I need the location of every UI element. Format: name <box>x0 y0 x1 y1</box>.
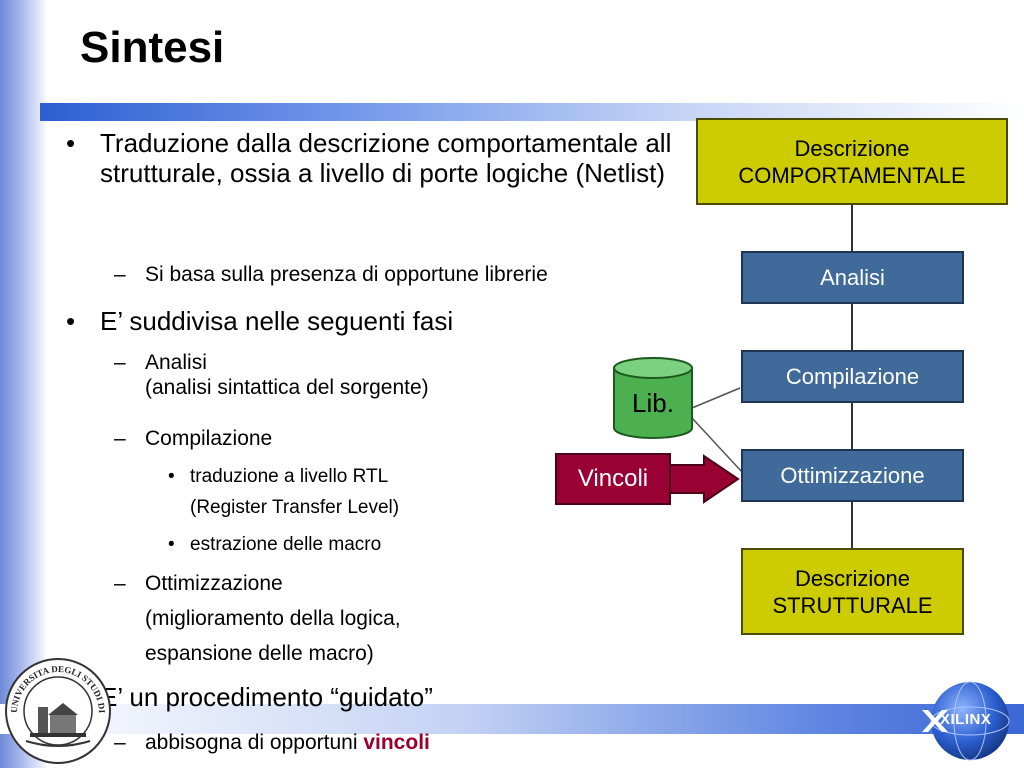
sub-bullet-text: Si basa sulla presenza di opportune libr… <box>145 263 548 286</box>
bullet-mark: • <box>168 466 175 487</box>
sub-bullet-detail: (analisi sintattica del sorgente) <box>145 376 429 399</box>
box-line: Descrizione <box>795 565 910 591</box>
bullet-text: Traduzione dalla descrizione comportamen… <box>100 128 672 188</box>
sub-bullet-text: Ottimizzazione <box>145 572 283 595</box>
bullet-mark: • <box>66 306 76 336</box>
sub-bullet-detail: (miglioramento della logica, <box>145 607 401 630</box>
arrow-right-icon <box>669 454 740 504</box>
university-seal-icon: UNIVERSITA DEGLI STUDI DI <box>5 658 111 764</box>
bullet-text: E’ un procedimento “guidato” <box>100 682 433 712</box>
bullet-text: E’ suddivisa nelle seguenti fasi <box>100 306 454 336</box>
library-link-line <box>691 417 743 473</box>
dash-mark: – <box>114 263 126 286</box>
title-underline-bar <box>40 103 1024 121</box>
database-cylinder-icon <box>613 357 693 439</box>
footer-gradient-bar <box>0 704 1024 734</box>
library-label: Lib. <box>632 388 674 418</box>
stage-box-compilazione: Compilazione <box>741 350 964 403</box>
structural-description-box: Descrizione STRUTTURALE <box>741 548 964 635</box>
behavioral-description-box: Descrizione COMPORTAMENTALE <box>696 118 1008 205</box>
dash-mark: – <box>114 351 126 374</box>
sub-sub-bullet-detail: (Register Transfer Level) <box>190 497 400 518</box>
box-line: STRUTTURALE <box>772 592 933 618</box>
slide-title: Sintesi <box>80 23 225 72</box>
bullet-mark: • <box>168 534 175 555</box>
emphasis-vincoli: vincoli <box>363 731 430 754</box>
stage-box-analisi: Analisi <box>741 251 964 304</box>
dash-mark: – <box>114 731 126 754</box>
dash-mark: – <box>114 427 126 450</box>
sub-bullet-text: Analisi <box>145 351 207 374</box>
xilinx-globe-logo <box>922 681 1010 761</box>
sub-bullet-plain: abbisogna di opportuni <box>145 731 364 754</box>
dash-mark: – <box>114 572 126 595</box>
left-gradient-band <box>0 0 48 768</box>
stage-box-ottimizzazione: Ottimizzazione <box>741 449 964 502</box>
constraints-box: Vincoli <box>555 453 671 505</box>
sub-sub-bullet-text: traduzione a livello RTL <box>190 466 389 487</box>
sub-sub-bullet-text: estrazione delle macro <box>190 534 382 555</box>
sub-bullet-detail: espansione delle macro) <box>145 642 374 665</box>
library-link-line <box>691 387 741 409</box>
sub-bullet-text: Compilazione <box>145 427 273 450</box>
bullet-mark: • <box>66 128 76 158</box>
box-line: Descrizione <box>794 135 910 161</box>
xilinx-wordmark: XILINX <box>940 711 992 728</box>
box-line: COMPORTAMENTALE <box>738 162 966 188</box>
sub-bullet-text: abbisogna di opportuni vincoli <box>145 730 485 755</box>
